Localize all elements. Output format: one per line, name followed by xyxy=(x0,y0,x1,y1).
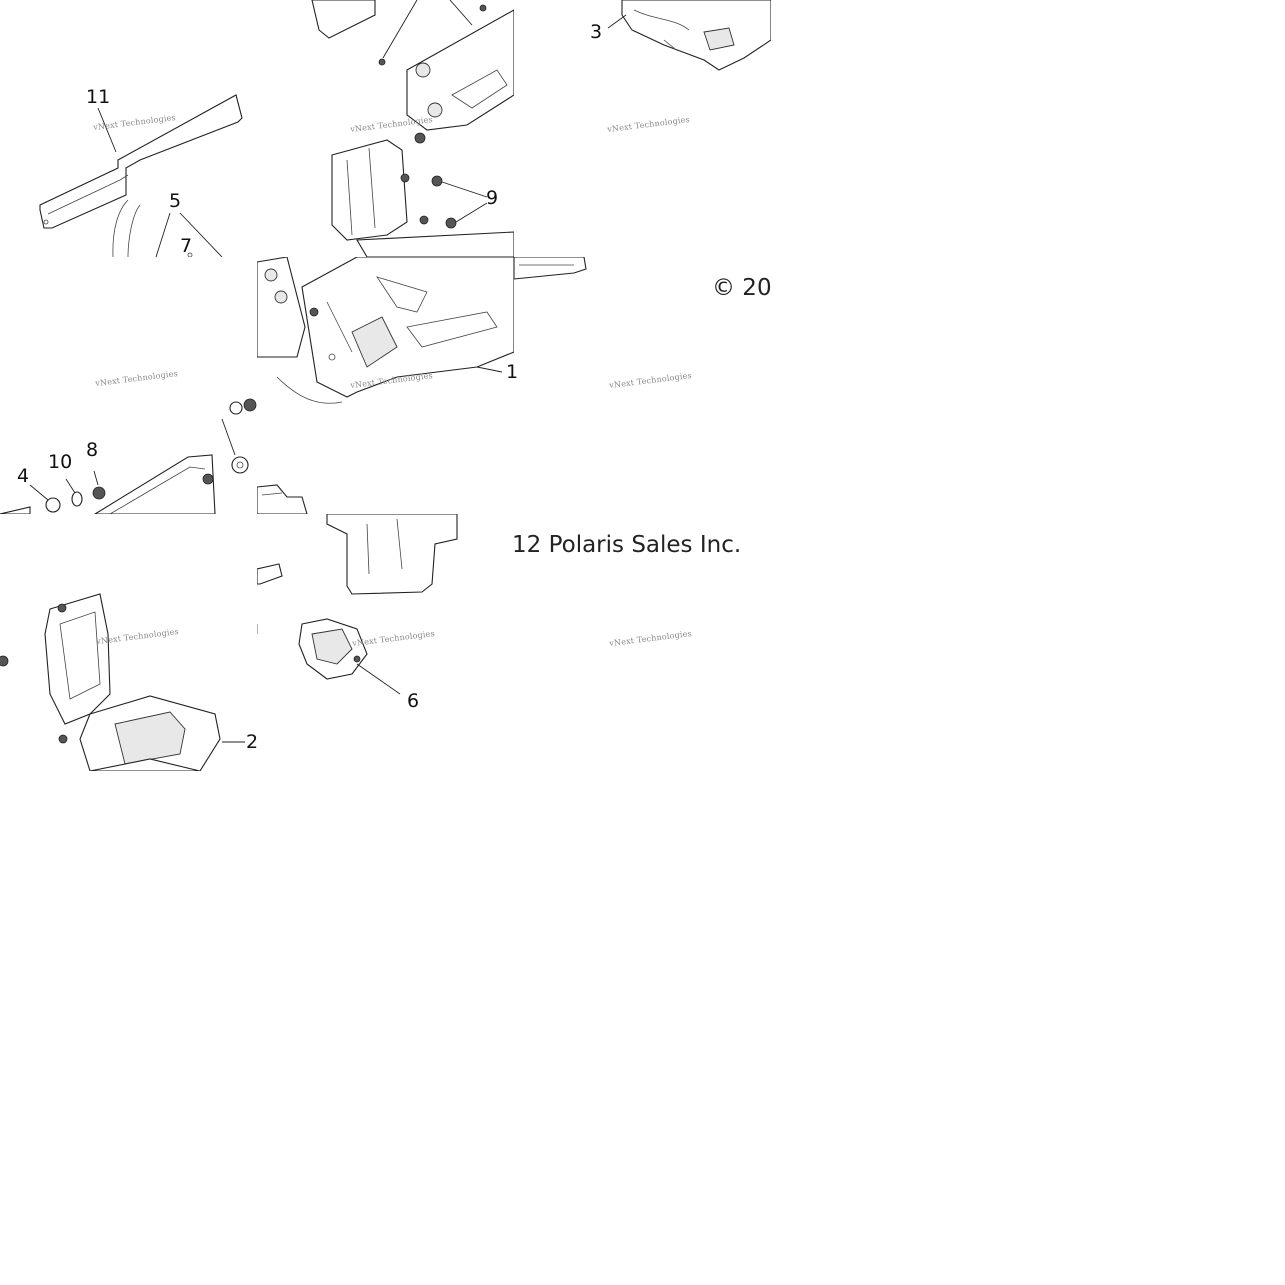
callout-5: 5 xyxy=(169,190,182,212)
floor-tray-drawing xyxy=(607,0,771,71)
callout-2: 2 xyxy=(246,731,259,753)
tile-center xyxy=(257,257,514,514)
callout-8: 8 xyxy=(86,439,99,461)
side-panel-drawing xyxy=(39,94,243,257)
tile-top-middle xyxy=(257,0,514,257)
callout-7: 7 xyxy=(180,235,193,257)
callout-10: 10 xyxy=(48,451,73,473)
tile-bottom-left xyxy=(0,514,257,771)
tile-top-left xyxy=(0,0,257,257)
callout-3: 3 xyxy=(590,21,603,43)
main-console-drawing xyxy=(257,257,514,514)
tile-bottom-middle xyxy=(257,514,514,771)
cup-holder-drawing xyxy=(257,514,458,695)
tile-middle-left xyxy=(0,257,257,514)
copyright-fragment-b: 12 Polaris Sales Inc. xyxy=(512,532,742,558)
copyright-fragment-a: © 20 xyxy=(712,275,771,301)
callout-1: 1 xyxy=(506,361,519,383)
storage-box-drawing xyxy=(0,593,245,771)
mount-hardware-drawing xyxy=(0,398,257,514)
callout-4: 4 xyxy=(17,465,30,487)
tile-top-right xyxy=(514,0,771,257)
callout-9: 9 xyxy=(486,187,499,209)
callout-11: 11 xyxy=(86,86,111,108)
console-bracket-drawing xyxy=(311,0,514,257)
callout-6: 6 xyxy=(407,690,420,712)
tile-bottom-right xyxy=(514,514,771,771)
console-edge-drawing xyxy=(514,257,587,280)
tile-middle-right xyxy=(514,257,771,514)
